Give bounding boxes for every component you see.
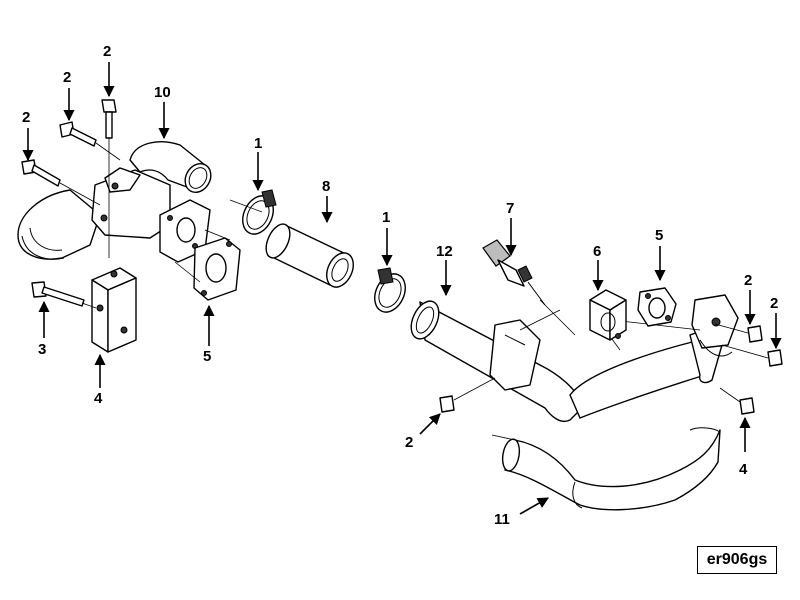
callout-2: 2 — [744, 272, 752, 289]
hose-clamp-right — [374, 267, 406, 313]
bolt-upper-2 — [59, 121, 97, 147]
hose-clamp-left — [242, 189, 277, 235]
coolant-pipe — [410, 294, 739, 422]
callout-11: 11 — [494, 511, 510, 528]
callout-2: 2 — [103, 43, 111, 60]
callout-3: 3 — [38, 341, 46, 358]
callout-arrows — [22, 62, 782, 515]
water-outlet-housing — [17, 141, 212, 263]
bolt-right-2 — [721, 344, 783, 367]
bolt-long — [31, 281, 97, 309]
bolt-upper-3 — [101, 99, 117, 139]
figure-reference-code: er906gs — [697, 546, 777, 574]
callout-5: 5 — [203, 348, 211, 365]
callout-4: 4 — [739, 461, 748, 478]
pipe-clip — [589, 289, 627, 341]
callout-2: 2 — [405, 434, 413, 451]
gasket-right — [637, 287, 677, 327]
callout-2: 2 — [22, 109, 30, 126]
bolt-lower-middle — [439, 377, 496, 413]
callout-1: 1 — [254, 135, 262, 152]
straight-hose — [265, 223, 354, 288]
callout-5: 5 — [655, 227, 663, 244]
bolt-right-3 — [719, 387, 755, 415]
callout-6: 6 — [593, 243, 601, 260]
temperature-sensor — [482, 239, 546, 306]
callout-2: 2 — [770, 295, 778, 312]
bolt-right-1 — [714, 323, 763, 343]
callout-1: 1 — [382, 209, 390, 226]
callout-12: 12 — [436, 243, 453, 260]
callout-7: 7 — [506, 200, 514, 217]
gasket-left — [193, 237, 241, 301]
callout-8: 8 — [322, 178, 330, 195]
callout-labels: 2 2 2 10 1 8 1 7 12 6 5 2 2 3 4 5 2 4 11 — [22, 43, 778, 528]
spacer-block-left — [91, 267, 137, 353]
callout-4: 4 — [94, 390, 103, 407]
molded-hose — [501, 427, 721, 511]
callout-2: 2 — [63, 69, 71, 86]
callout-10: 10 — [154, 84, 171, 101]
bolt-upper-1 — [21, 159, 61, 187]
